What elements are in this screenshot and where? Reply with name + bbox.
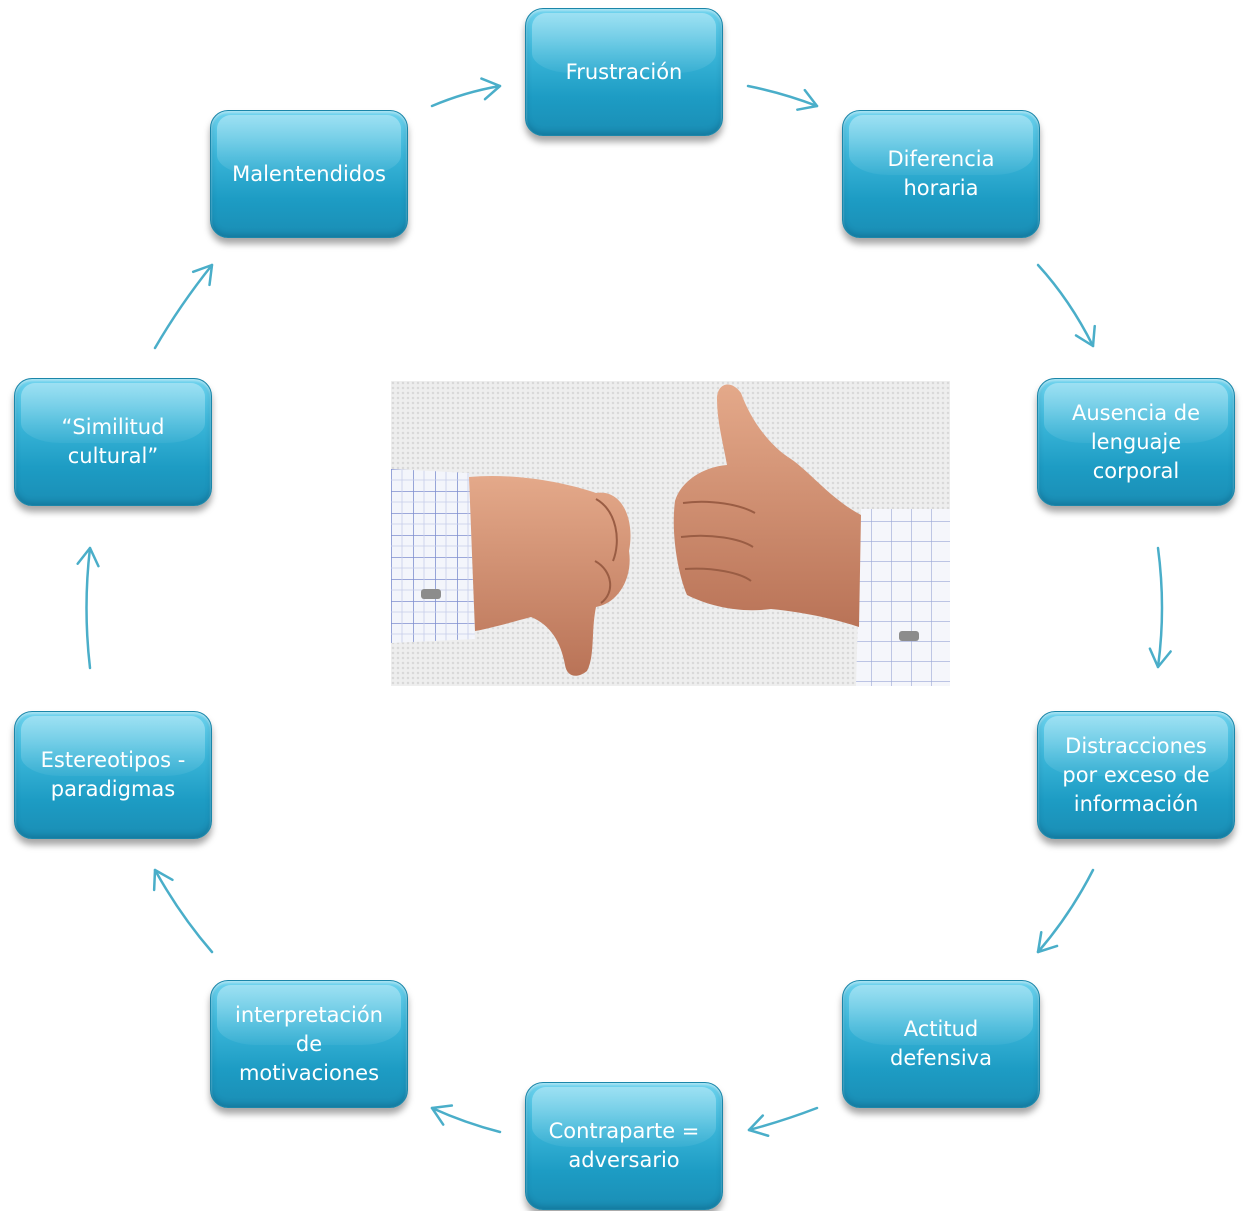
arrow-malentendidos-frustracion: [430, 84, 502, 108]
arrow-frustracion-diferencia-head: [796, 88, 819, 111]
node-distracciones[interactable]: Distracciones por exceso de información: [1037, 711, 1235, 839]
node-diferencia-horaria[interactable]: Diferencia horaria: [842, 110, 1040, 238]
node-label: Malentendidos: [232, 161, 386, 186]
node-actitud-defensiva[interactable]: Actitud defensiva: [842, 980, 1040, 1108]
node-label: Diferencia horaria: [887, 147, 995, 200]
node-malentendidos[interactable]: Malentendidos: [210, 110, 408, 238]
thumbs-down-thumbs-up-photo: [391, 381, 950, 686]
arrow-interpretacion-estereotipos-head: [152, 868, 174, 892]
arrow-actitud-contraparte: [747, 1106, 819, 1132]
node-label: Actitud defensiva: [890, 1017, 992, 1070]
thumbs-up-hand: [673, 384, 861, 627]
arrow-diferencia-ausencia-head: [1074, 324, 1096, 348]
node-contraparte-adversario[interactable]: Contraparte = adversario: [525, 1082, 723, 1210]
node-frustracion[interactable]: Frustración: [525, 8, 723, 136]
arrow-interpretacion-estereotipos: [153, 868, 214, 954]
arrow-malentendidos-frustracion-head: [480, 77, 502, 101]
arrow-actitud-contraparte-head: [747, 1114, 770, 1137]
arrow-diferencia-ausencia: [1036, 263, 1095, 348]
thumbs-down-hand: [469, 475, 631, 676]
node-label: “Similitud cultural”: [61, 415, 165, 468]
node-label: interpretación de motivaciones: [235, 1002, 383, 1085]
node-similitud-cultural[interactable]: “Similitud cultural”: [14, 378, 212, 506]
arrow-distracciones-actitud: [1036, 868, 1095, 954]
node-label: Ausencia de lenguaje corporal: [1071, 400, 1201, 483]
arrow-ausencia-distracciones-head: [1148, 647, 1172, 669]
left-shirt-cuff: [391, 469, 475, 643]
node-interpretacion-motivaciones[interactable]: interpretación de motivaciones: [210, 980, 408, 1108]
arrow-frustracion-diferencia: [746, 84, 819, 108]
node-label: Distracciones por exceso de información: [1062, 733, 1210, 816]
arrow-similitud-malentendidos-head: [191, 263, 214, 287]
arrow-contraparte-interpretacion: [430, 1106, 502, 1134]
right-shirt-cuff: [856, 509, 950, 686]
node-label: Contraparte = adversario: [548, 1119, 700, 1172]
arrow-estereotipos-similitud-head: [76, 546, 100, 568]
node-label: Estereotipos - paradigmas: [40, 748, 186, 801]
arrow-estereotipos-similitud: [85, 546, 92, 670]
node-ausencia-lenguaje-corporal[interactable]: Ausencia de lenguaje corporal: [1037, 378, 1235, 506]
node-estereotipos-paradigmas[interactable]: Estereotipos - paradigmas: [14, 711, 212, 839]
arrow-distracciones-actitud-head: [1036, 931, 1059, 954]
arrow-ausencia-distracciones: [1156, 546, 1164, 669]
arrow-contraparte-interpretacion-head: [430, 1104, 454, 1126]
arrow-similitud-malentendidos: [153, 263, 214, 350]
node-label: Frustración: [565, 59, 683, 84]
